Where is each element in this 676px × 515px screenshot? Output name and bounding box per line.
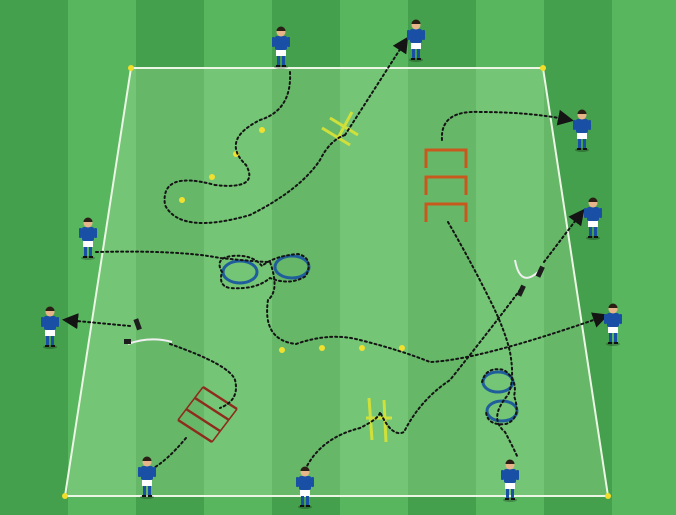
corner-marker-top-right (540, 65, 546, 71)
corner-marker-bottom-right (605, 493, 611, 499)
training-area (65, 68, 608, 496)
corner-marker-top-left (128, 65, 134, 71)
corner-marker-bottom-left (62, 493, 68, 499)
